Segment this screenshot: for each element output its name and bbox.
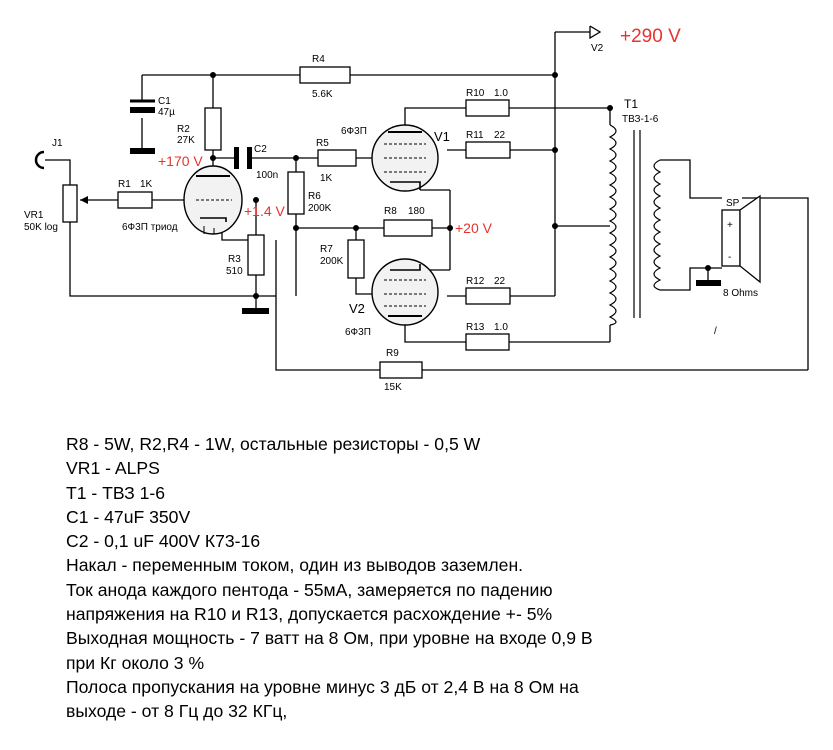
resistor-r4 bbox=[299, 66, 351, 84]
label-sp-minus: - bbox=[728, 252, 731, 263]
input-jack-j1 bbox=[34, 150, 45, 170]
label-r9-name: R9 bbox=[386, 348, 399, 359]
label-r11-value: 22 bbox=[494, 130, 506, 141]
label-r5-name: R5 bbox=[316, 138, 329, 149]
label-r3-name: R3 bbox=[228, 254, 241, 265]
label-r7-value: 200K bbox=[320, 256, 344, 267]
note-line: Ток анода каждого пентода - 55мА, замеря… bbox=[66, 579, 553, 600]
vr1-wiper-arrow bbox=[80, 196, 88, 204]
label-r1-name: R1 bbox=[118, 179, 131, 190]
label-r7-name: R7 bbox=[320, 244, 333, 255]
label-t1-name: T1 bbox=[624, 97, 638, 111]
label-r8-value: 180 bbox=[408, 206, 425, 217]
tube-triode-6f3p bbox=[183, 165, 243, 235]
label-vr1-value: 50K log bbox=[24, 222, 58, 233]
label-supply-voltage: +290 V bbox=[620, 26, 681, 47]
label-t1-type: ТВЗ-1-6 bbox=[622, 114, 659, 125]
note-line: T1 - ТВЗ 1-6 bbox=[66, 482, 166, 503]
note-line: VR1 - ALPS bbox=[66, 458, 160, 479]
capacitor-c2 bbox=[234, 147, 252, 169]
note-line: R8 - 5W, R2,R4 - 1W, остальные резисторы… bbox=[66, 434, 481, 454]
tube-pentode-v2 bbox=[371, 258, 439, 326]
label-cathode1-voltage: +1.4 V bbox=[244, 203, 286, 219]
note-line: выходе - от 8 Гц до 32 КГц, bbox=[66, 701, 288, 722]
label-v2-name: V2 bbox=[349, 301, 365, 316]
resistor-r5 bbox=[317, 149, 357, 167]
label-c2-value: 100n bbox=[256, 170, 278, 181]
resistor-r10 bbox=[465, 99, 510, 117]
resistor-r9 bbox=[379, 361, 423, 379]
label-r12-value: 22 bbox=[494, 276, 506, 287]
label-v2-tube: 6Ф3П bbox=[345, 327, 371, 338]
resistor-r3 bbox=[247, 234, 265, 276]
label-r1-value: 1K bbox=[140, 179, 153, 190]
label-c1-name: C1 bbox=[158, 96, 171, 107]
circuit-schematic: J1 VR1 50K log R1 1K 6Ф3П триод C1 47µ R… bbox=[24, 25, 809, 393]
tube-pentode-v1 bbox=[371, 124, 439, 192]
note-line: Накал - переменным током, один из выводо… bbox=[66, 555, 524, 576]
label-c2-name: C2 bbox=[254, 144, 267, 155]
label-v1-tube: 6Ф3П bbox=[341, 126, 367, 137]
label-sp-impedance: 8 Ohms bbox=[723, 288, 758, 299]
label-r10-name: R10 bbox=[466, 88, 485, 99]
label-tick-mark: / bbox=[714, 326, 717, 337]
label-anode-voltage: +170 V bbox=[158, 153, 203, 169]
label-r4-value: 5.6K bbox=[312, 89, 333, 100]
label-triode-type: 6Ф3П триод bbox=[122, 222, 178, 233]
resistor-r7 bbox=[347, 239, 365, 279]
junction-dots bbox=[210, 72, 711, 299]
label-r5-value: 1K bbox=[320, 173, 333, 184]
note-line: C2 - 0,1 uF 400V К73-16 bbox=[66, 531, 261, 552]
label-r10-value: 1.0 bbox=[494, 88, 508, 99]
component-notes: R8 - 5W, R2,R4 - 1W, остальные резисторы… bbox=[66, 432, 593, 724]
label-v1-name: V1 bbox=[434, 129, 450, 144]
resistor-r2 bbox=[204, 107, 222, 151]
label-r8-name: R8 bbox=[384, 206, 397, 217]
label-sp-plus: + bbox=[727, 220, 733, 231]
label-r13-name: R13 bbox=[466, 322, 485, 333]
output-transformer-t1 bbox=[608, 124, 662, 326]
note-line: Выходная мощность - 7 ватт на 8 Ом, при … bbox=[66, 628, 593, 649]
label-r2-name: R2 bbox=[177, 124, 190, 135]
label-r13-value: 1.0 bbox=[494, 322, 508, 333]
label-r3-value: 510 bbox=[226, 266, 243, 277]
label-r4-name: R4 bbox=[312, 54, 325, 65]
note-line: напряжения на R10 и R13, допускается рас… bbox=[66, 604, 553, 625]
speaker-sp bbox=[721, 194, 761, 284]
capacitor-c1 bbox=[130, 99, 155, 113]
note-line: при Кг около 3 % bbox=[66, 652, 205, 673]
resistor-r12 bbox=[465, 287, 511, 305]
label-r6-value: 200K bbox=[308, 203, 332, 214]
resistor-r1 bbox=[117, 191, 153, 209]
resistor-bodies bbox=[62, 66, 511, 379]
label-cathode2-voltage: +20 V bbox=[455, 220, 493, 236]
label-j1: J1 bbox=[52, 138, 63, 149]
label-r6-name: R6 bbox=[308, 191, 321, 202]
note-line: C1 - 47uF 350V bbox=[66, 506, 191, 527]
potentiometer-vr1 bbox=[62, 184, 78, 223]
label-r11-name: R11 bbox=[466, 130, 484, 141]
label-r12-name: R12 bbox=[466, 276, 485, 287]
resistor-r13 bbox=[465, 333, 510, 351]
note-line: Полоса пропускания на уровне минус 3 дБ … bbox=[66, 676, 579, 697]
label-r2-value: 27K bbox=[177, 135, 195, 146]
label-sp-name: SP bbox=[726, 198, 740, 209]
label-vr1-name: VR1 bbox=[24, 210, 44, 221]
resistor-r8 bbox=[383, 219, 433, 237]
label-v2-supply: V2 bbox=[591, 43, 604, 54]
resistor-r6 bbox=[287, 171, 305, 215]
resistor-r11 bbox=[465, 141, 511, 159]
wiring bbox=[45, 25, 809, 371]
label-c1-value: 47µ bbox=[158, 107, 175, 118]
label-r9-value: 15K bbox=[384, 382, 402, 393]
ground-symbols bbox=[130, 148, 721, 314]
